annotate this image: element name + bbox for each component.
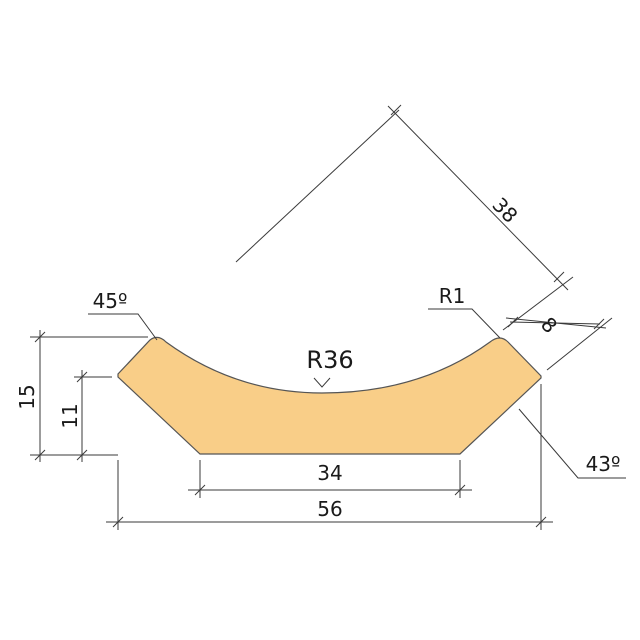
dimension-total-width: 56 (106, 384, 553, 530)
dimension-side-height: 11 (58, 370, 112, 462)
label-corner-radius: R1 (439, 284, 466, 308)
dimension-diagonal-length: 38 (235, 104, 574, 331)
label-curve-radius: R36 (306, 346, 353, 374)
label-side-height: 11 (58, 403, 82, 428)
label-diagonal-thickness: 8 (536, 312, 562, 338)
annotation-corner-radius: R1 (428, 284, 501, 339)
label-right-angle: 43º (586, 452, 621, 476)
label-diagonal-length: 38 (488, 193, 523, 228)
label-bottom-width: 34 (317, 461, 342, 485)
annotation-curve-radius: R36 (306, 346, 354, 388)
label-total-width: 56 (317, 497, 342, 521)
dimension-total-height: 15 (15, 330, 148, 462)
label-left-angle: 45º (93, 289, 128, 313)
label-total-height: 15 (15, 384, 39, 409)
dimension-bottom-width: 34 (188, 460, 472, 498)
annotation-left-angle: 45º (88, 289, 158, 341)
annotation-right-angle: 43º (518, 408, 626, 479)
